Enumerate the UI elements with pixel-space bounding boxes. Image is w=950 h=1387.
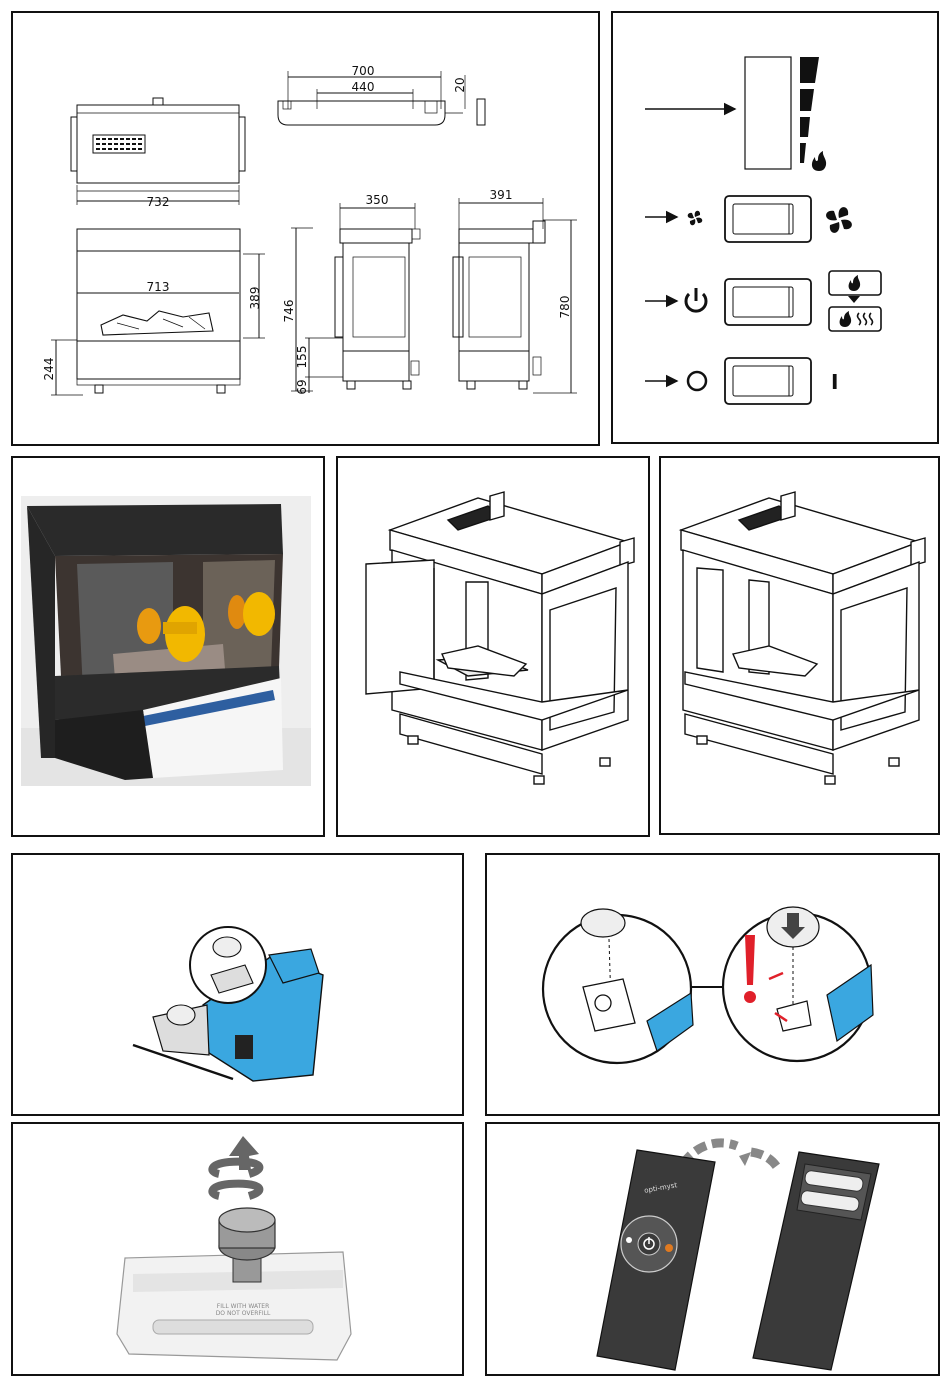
dim-69: 69 — [295, 379, 309, 394]
dim-350: 350 — [366, 193, 389, 207]
panel-technical-drawing: 732 700 440 20 713 389 — [11, 11, 600, 446]
panel-tank-cap-unscrew: FILL WITH WATER DO NOT OVERFILL — [11, 1122, 464, 1376]
dim-389: 389 — [248, 287, 262, 310]
top-view-drawing: 732 — [71, 98, 245, 209]
dim-732: 732 — [147, 195, 170, 209]
dim-700: 700 — [352, 64, 375, 78]
dim-780: 780 — [558, 296, 572, 319]
fan-switch-row — [645, 196, 852, 242]
dim-391: 391 — [490, 188, 513, 202]
fan-icon-small — [688, 211, 703, 226]
vent-grille — [93, 135, 145, 153]
dim-155: 155 — [295, 346, 309, 369]
panel-remote-batteries: opti-myst — [485, 1122, 940, 1376]
power-switch-row — [645, 271, 881, 331]
off-switch-row: I — [645, 358, 838, 404]
rail-drawing: 700 440 20 — [278, 64, 485, 125]
dim-713: 713 — [147, 280, 170, 294]
flame-heat-mode-badge — [829, 307, 881, 331]
panel-glass-panel-removal — [336, 456, 650, 837]
dim-440: 440 — [352, 80, 375, 94]
side-view-drawing-right: 391 780 — [453, 188, 577, 393]
dim-20: 20 — [453, 77, 467, 92]
remote-control-back — [753, 1152, 879, 1370]
fireplace-glass-open-drawing — [366, 492, 634, 784]
on-mark: I — [831, 370, 838, 394]
tank-label-line2: DO NOT OVERFILL — [216, 1310, 271, 1317]
panel-tank-screw-removal — [11, 853, 464, 1116]
log-set-icon — [101, 311, 213, 335]
fan-icon-large — [826, 207, 852, 233]
flame-mode-badge — [829, 271, 881, 303]
power-icon — [686, 288, 706, 311]
panel-nozzle-detail-warning — [485, 853, 940, 1116]
side-view-drawing-left: 350 746 155 69 — [282, 193, 420, 395]
front-view-drawing: 713 389 244 — [42, 229, 265, 395]
panel-control-switches: I — [611, 11, 939, 444]
tank-label-line1: FILL WITH WATER — [217, 1303, 269, 1310]
remote-heat-button[interactable] — [665, 1244, 673, 1252]
panel-fireplace-assembled — [659, 456, 940, 835]
remote-flame-button[interactable] — [626, 1237, 632, 1243]
flame-icon — [812, 151, 826, 171]
dim-746: 746 — [282, 300, 296, 323]
rotation-arrow-icon — [212, 1136, 259, 1196]
off-circle-icon — [688, 372, 706, 390]
flame-level-indicator — [645, 57, 826, 171]
fireplace-photo — [27, 504, 283, 780]
fireplace-assembled-drawing — [681, 492, 925, 784]
panel-photo-glass-handles — [11, 456, 325, 837]
nozzle-detail-right — [723, 907, 873, 1061]
dim-244: 244 — [42, 358, 56, 381]
tank-assembly-drawing — [133, 927, 323, 1081]
remote-control-front: opti-myst — [597, 1150, 715, 1370]
nozzle-detail-left — [543, 909, 693, 1063]
